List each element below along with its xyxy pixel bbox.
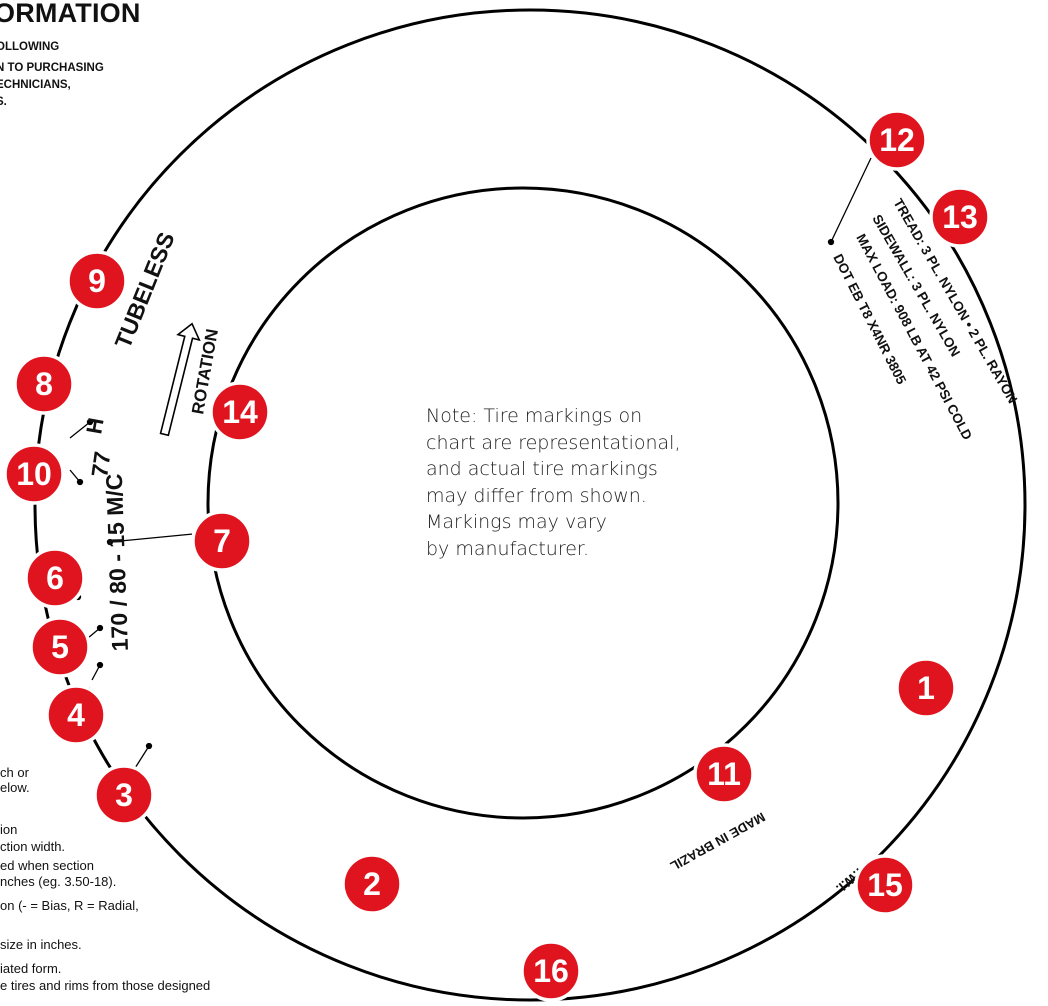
- header-line: ECHNICIANS,: [0, 79, 71, 91]
- legend-line: size in inches.: [0, 937, 82, 952]
- header-line: S.: [0, 96, 7, 108]
- legend-line: ed when section: [0, 858, 94, 873]
- callout-badge-11: 11: [693, 743, 755, 805]
- header-line: N TO PURCHASING: [0, 62, 104, 74]
- callout-badge-13: 13: [929, 186, 991, 248]
- legend-line: ion: [0, 822, 18, 837]
- leader-line: [69, 421, 91, 439]
- leader-line: [109, 533, 194, 543]
- badge-number: 5: [51, 629, 69, 665]
- badge-number: 6: [46, 560, 64, 596]
- badge-number: 11: [707, 756, 741, 792]
- badge-number: 15: [867, 867, 903, 903]
- badge-number: 1: [917, 670, 935, 706]
- callout-badge-3: 3: [93, 764, 155, 826]
- legend-line: e tires and rims from those designed: [0, 978, 211, 993]
- badge-number: 14: [222, 394, 258, 430]
- leader-dot: [96, 624, 104, 632]
- callout-badge-14: 14: [209, 381, 271, 443]
- rotation-arrow-icon: [159, 322, 201, 437]
- badge-number: 3: [115, 777, 133, 813]
- callout-badge-9: 9: [66, 250, 128, 312]
- badge-number: 2: [363, 866, 381, 902]
- made-in-label: MADE IN BRAZIL: [668, 809, 768, 874]
- callout-badge-5: 5: [29, 616, 91, 678]
- badge-number: 10: [16, 456, 52, 492]
- badge-number: 4: [67, 697, 85, 733]
- badge-number: 8: [35, 366, 53, 402]
- note-line: Note: Tire markings on: [426, 405, 643, 427]
- note-line: and actual tire markings: [426, 458, 658, 480]
- rim-edge-ring: [206, 186, 840, 820]
- badge-number: 7: [213, 523, 231, 559]
- note-line: Markings may vary: [426, 511, 607, 533]
- leader-dot: [86, 418, 94, 426]
- leader-dot: [145, 742, 153, 750]
- badge-number: 9: [88, 263, 106, 299]
- badge-number: 12: [879, 122, 915, 158]
- callout-badge-16: 16: [520, 940, 582, 1002]
- callout-badge-4: 4: [45, 684, 107, 746]
- leader-dot: [96, 661, 104, 669]
- header-line: OLLOWING: [0, 41, 60, 53]
- legend-line: ch or: [0, 765, 29, 780]
- callout-badge-2: 2: [341, 853, 403, 915]
- legend-line: ction width.: [0, 839, 66, 854]
- legend-line: nches (eg. 3.50-18).: [0, 874, 117, 889]
- header-title: ORMATION: [0, 0, 141, 28]
- legend-line: elow.: [0, 780, 30, 795]
- callout-badge-15: 15: [854, 854, 916, 916]
- legend-line: iated form.: [0, 961, 62, 976]
- leader-dot: [106, 538, 114, 546]
- badge-number: 13: [942, 199, 978, 235]
- legend-line: on (- = Bias, R = Radial,: [0, 898, 139, 913]
- callout-badge-12: 12: [866, 109, 928, 171]
- speed-rating-label: H: [81, 416, 108, 436]
- leader-dot: [827, 238, 835, 246]
- leader-dot: [76, 478, 84, 486]
- note-line: by manufacturer.: [426, 537, 590, 560]
- leader-line: [830, 157, 872, 243]
- note-text: Note: Tire markings on chart are represe…: [426, 403, 681, 562]
- callout-badge-8: 8: [13, 353, 75, 415]
- note-line: may differ from shown.: [426, 484, 647, 507]
- badge-number: 16: [533, 953, 569, 989]
- callout-badge-7: 7: [191, 510, 253, 572]
- tire-size-label: 170 / 80 - 15 M/C: [101, 473, 133, 652]
- callout-badge-1: 1: [895, 657, 957, 719]
- note-line: chart are representational,: [426, 431, 681, 454]
- callout-badge-6: 6: [24, 547, 86, 609]
- callout-badge-10: 10: [3, 443, 65, 505]
- load-index-label: 77: [86, 450, 115, 479]
- outer-sidewall-ring: [33, 8, 1027, 1002]
